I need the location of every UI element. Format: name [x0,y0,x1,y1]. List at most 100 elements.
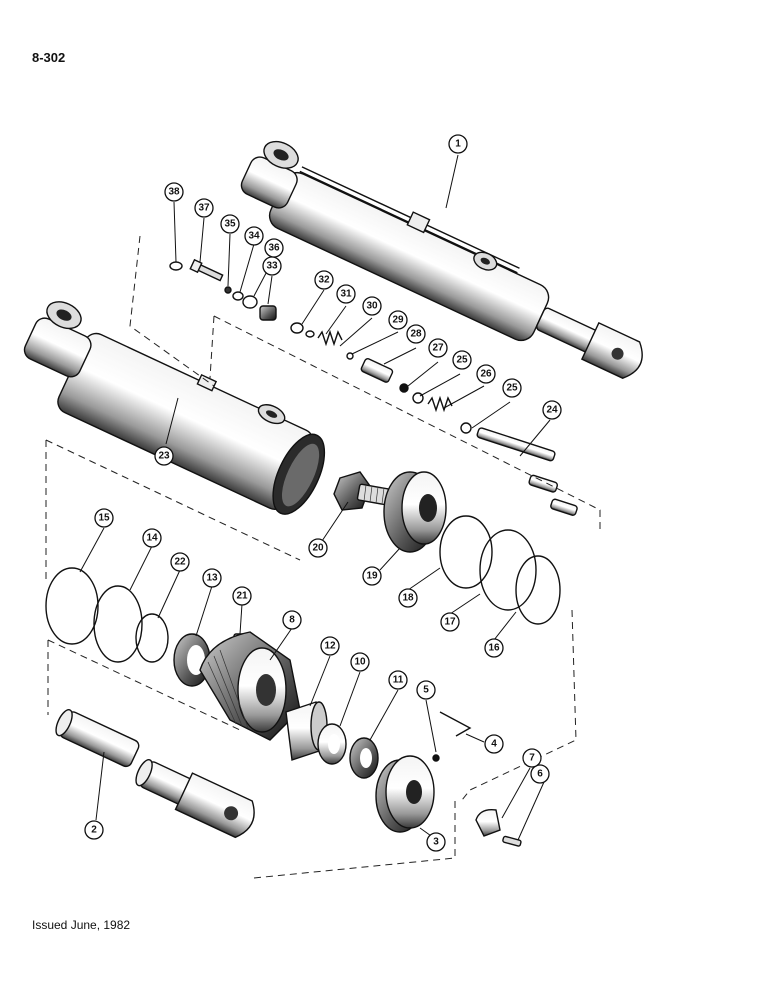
callout-12: 12 [320,636,340,656]
callout-10: 10 [350,652,370,672]
callout-21: 21 [232,586,252,606]
svg-text:30: 30 [366,301,378,312]
callout-13: 13 [202,568,222,588]
svg-text:10: 10 [354,657,366,668]
svg-text:34: 34 [248,231,260,242]
svg-text:22: 22 [174,557,186,568]
svg-text:18: 18 [402,593,414,604]
callout-15: 15 [94,508,114,528]
svg-text:5: 5 [423,685,429,696]
oring-16 [515,555,561,625]
svg-text:21: 21 [236,591,248,602]
svg-text:12: 12 [324,641,336,652]
callout-1: 1 [448,134,468,154]
callout-20: 20 [308,538,328,558]
svg-text:32: 32 [318,275,330,286]
cylinder-barrel [23,301,326,515]
svg-text:16: 16 [488,643,500,654]
callout-6: 6 [530,764,550,784]
svg-text:6: 6 [537,769,543,780]
piston-bolt-20 [333,471,390,511]
hex-key-4 [432,711,472,762]
leader-lines [79,154,551,841]
svg-text:28: 28 [410,329,422,340]
callout-11: 11 [388,670,408,690]
svg-text:35: 35 [224,219,236,230]
callout-23: 23 [154,446,174,466]
seal-17 [479,529,537,611]
svg-text:17: 17 [444,617,456,628]
svg-text:38: 38 [168,187,180,198]
callout-18: 18 [398,588,418,608]
callout-24: 24 [542,400,562,420]
svg-text:15: 15 [98,513,110,524]
valve-small-parts [169,258,578,516]
end-cap-3 [375,755,435,833]
svg-text:7: 7 [529,753,535,764]
callout-28: 28 [406,324,426,344]
svg-text:25: 25 [506,383,518,394]
callout-30: 30 [362,296,382,316]
svg-text:25: 25 [456,355,468,366]
callout-27: 27 [428,338,448,358]
gland-8 [199,631,301,741]
svg-text:11: 11 [393,675,404,686]
svg-text:24: 24 [546,405,558,416]
wiper-11 [349,737,379,779]
callout-25a: 25 [452,350,472,370]
ring-22 [135,613,169,663]
dashed-group-lines [45,235,601,879]
callout-37: 37 [194,198,214,218]
svg-text:26: 26 [480,369,492,380]
gland-assembly [199,631,522,847]
callout-31: 31 [336,284,356,304]
svg-text:31: 31 [340,289,352,300]
lock-plate-7 [475,809,501,837]
seal-10 [317,723,347,765]
callout-34: 34 [244,226,264,246]
callout-4: 4 [484,734,504,754]
assembled-cylinder [240,140,643,379]
svg-text:14: 14 [146,533,158,544]
spring-26 [427,395,453,413]
callout-19: 19 [362,566,382,586]
svg-text:23: 23 [158,451,170,462]
svg-text:36: 36 [268,243,280,254]
svg-text:20: 20 [312,543,324,554]
svg-text:29: 29 [392,315,404,326]
callout-8: 8 [282,610,302,630]
piston-19 [383,471,447,553]
callout-3: 3 [426,832,446,852]
callout-29: 29 [388,310,408,330]
callout-16: 16 [484,638,504,658]
screw-6 [502,835,522,847]
svg-text:3: 3 [433,837,439,848]
issue-date-footer: Issued June, 1982 [32,918,131,932]
piston-parts [333,471,561,625]
svg-text:19: 19 [366,571,378,582]
callout-17: 17 [440,612,460,632]
svg-text:2: 2 [91,825,97,836]
callout-32: 32 [314,270,334,290]
svg-text:4: 4 [491,739,497,750]
callout-2: 2 [84,820,104,840]
piston-rod [55,709,255,839]
svg-text:13: 13 [206,573,218,584]
ring-14 [93,585,143,663]
callout-26: 26 [476,364,496,384]
callout-35: 35 [220,214,240,234]
svg-text:1: 1 [455,139,461,150]
callout-14: 14 [142,528,162,548]
callout-33: 33 [262,256,282,276]
callout-36: 36 [264,238,284,258]
spring-31 [317,329,343,347]
svg-text:33: 33 [266,261,278,272]
svg-text:37: 37 [198,203,210,214]
callout-25b: 25 [502,378,522,398]
callout-38: 38 [164,182,184,202]
callout-22: 22 [170,552,190,572]
callout-5: 5 [416,680,436,700]
ring-18 [439,515,493,589]
callout-7: 7 [522,748,542,768]
